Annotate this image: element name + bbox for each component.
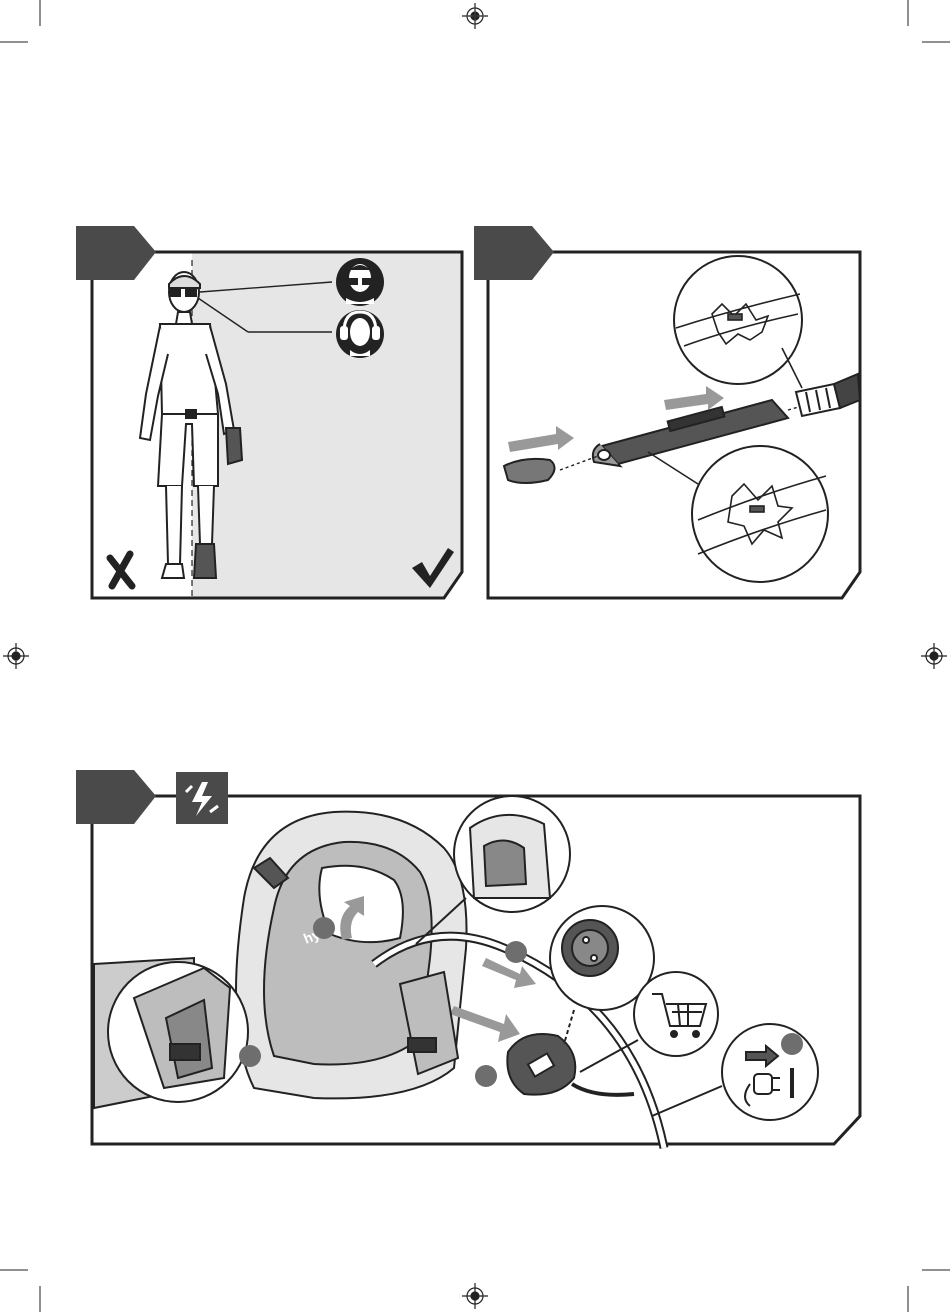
panel-blower-tube [472, 224, 866, 604]
detail-latch-left [108, 962, 248, 1102]
registration-mark-bottom [462, 1283, 488, 1309]
ear-protection-icon [336, 310, 384, 358]
panel-mains-connection: hybrid [74, 768, 866, 1152]
electric-power-icon [176, 772, 228, 824]
registration-mark-top [462, 3, 488, 29]
registration-mark-left [3, 643, 29, 669]
panel-protective-gear [74, 224, 468, 604]
registration-mark-right [921, 643, 947, 669]
nozzle-part [504, 459, 555, 483]
cross-mark-icon [110, 554, 132, 586]
safety-glasses-icon [336, 258, 384, 306]
step-tab [76, 226, 156, 280]
